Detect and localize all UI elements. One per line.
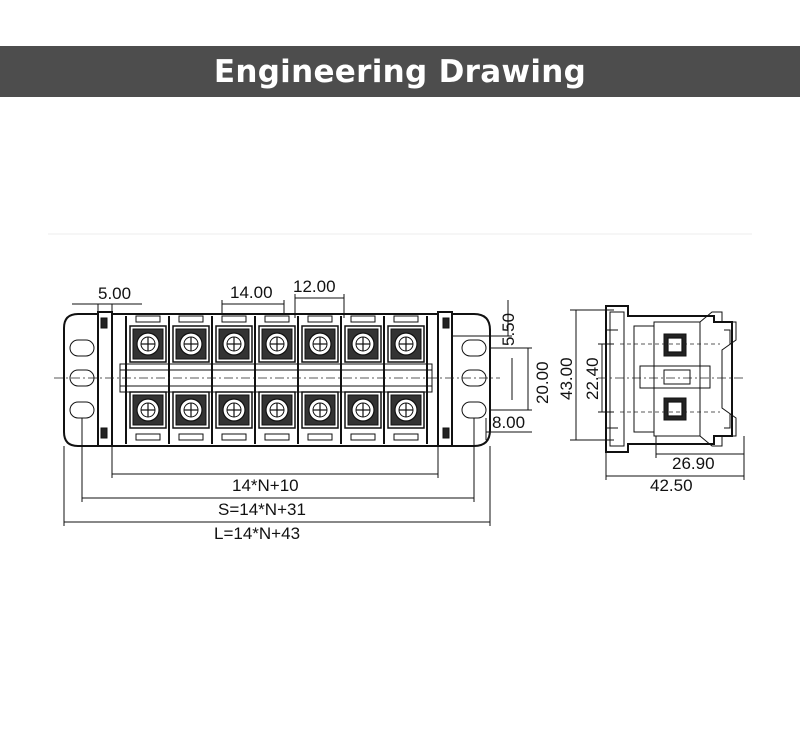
dim-label-mount-spacing: S=14*N+31 xyxy=(218,500,306,519)
page-title: Engineering Drawing xyxy=(213,53,587,90)
right-end-cap xyxy=(451,313,491,447)
terminal-cell xyxy=(125,315,167,444)
dim-overall-length: L=14*N+43 xyxy=(63,446,491,543)
side-outline xyxy=(605,305,733,453)
dim-label-22-40: 22.40 xyxy=(583,357,602,400)
dim-label-overall-length: L=14*N+43 xyxy=(214,524,300,543)
terminal-cell xyxy=(254,315,296,444)
dim-label-26-90: 26.90 xyxy=(672,454,715,473)
dim-label-14-00: 14.00 xyxy=(230,283,273,302)
dim-8-00: 8.00 xyxy=(485,413,532,440)
terminal-cell xyxy=(383,315,425,444)
dim-label-42-50: 42.50 xyxy=(650,476,693,495)
terminal-cell xyxy=(211,315,253,444)
mounting-holes-left xyxy=(69,339,95,419)
dim-label-12-00: 12.00 xyxy=(293,277,336,296)
dim-body-length: 14*N+10 xyxy=(111,446,439,495)
terminal-cell xyxy=(340,315,382,444)
dim-26-90: 26.90 xyxy=(655,436,745,473)
left-end-cap xyxy=(63,313,99,447)
front-view: 5.00 14.00 12.00 5.50 20.00 xyxy=(54,277,552,543)
mounting-holes-right xyxy=(461,339,487,419)
dim-20-00: 20.00 xyxy=(490,347,552,411)
dim-label-5-00: 5.00 xyxy=(98,284,131,303)
terminal-body xyxy=(111,313,439,447)
dim-12-00: 12.00 xyxy=(293,277,345,318)
terminal-cell xyxy=(168,315,210,444)
side-view: 43.00 22.40 26.90 42.50 xyxy=(557,305,746,495)
dim-mount-spacing: S=14*N+31 xyxy=(81,418,475,519)
dim-label-20-00: 20.00 xyxy=(533,361,552,404)
header-banner: Engineering Drawing xyxy=(0,46,800,97)
dim-5-00: 5.00 xyxy=(72,284,142,314)
dim-42-50: 42.50 xyxy=(605,452,745,495)
dim-14-00: 14.00 xyxy=(221,283,285,314)
dim-label-5-50: 5.50 xyxy=(499,313,518,346)
dim-5-50: 5.50 xyxy=(452,300,518,346)
terminal-group xyxy=(125,315,428,444)
dim-22-40: 22.40 xyxy=(583,343,614,413)
right-barrier xyxy=(437,311,453,447)
terminal-cell xyxy=(297,315,339,444)
dim-label-body-length: 14*N+10 xyxy=(232,476,299,495)
dim-label-8-00: 8.00 xyxy=(492,413,525,432)
dim-43-00: 43.00 xyxy=(557,309,614,441)
left-barrier xyxy=(97,311,113,447)
dim-label-43-00: 43.00 xyxy=(557,357,576,400)
